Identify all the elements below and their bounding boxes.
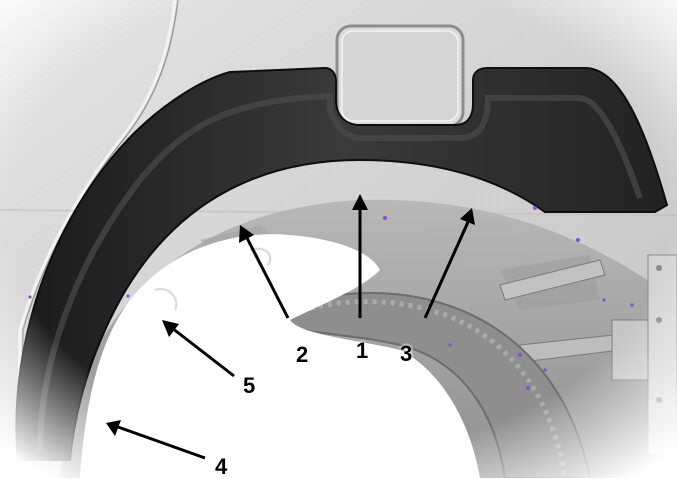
callout-label-1: 1 (356, 340, 368, 362)
callout-label-2: 2 (296, 344, 308, 366)
callout-label-4: 4 (215, 456, 227, 478)
callout-label-3: 3 (400, 343, 412, 365)
callout-label-5: 5 (243, 375, 255, 397)
